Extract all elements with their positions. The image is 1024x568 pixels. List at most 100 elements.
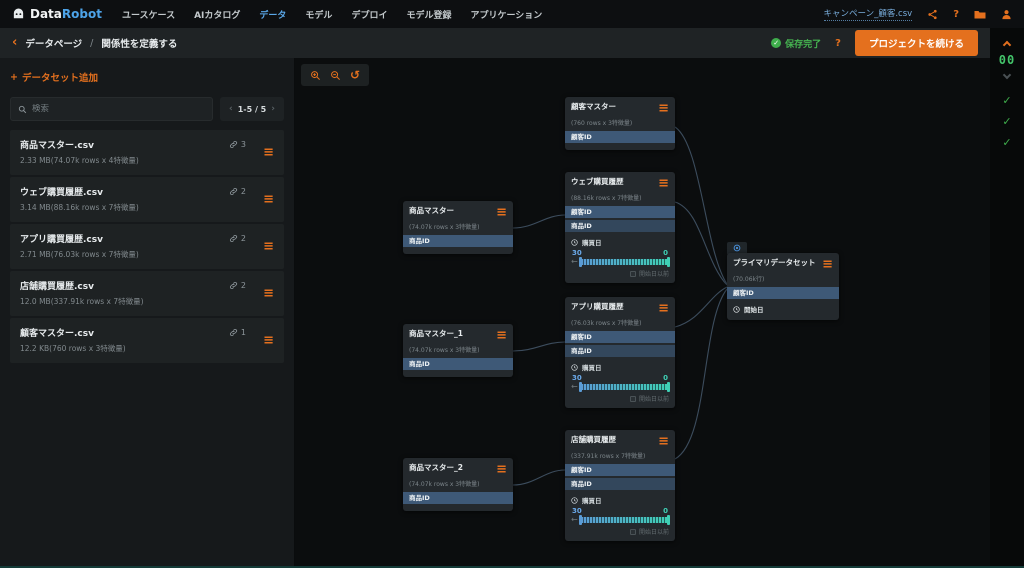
project-file-link[interactable]: キャンペーン_顧客.csv <box>823 9 913 21</box>
date-field-label: 購買日 <box>582 239 602 247</box>
dataset-menu-icon[interactable]: ≡ <box>263 286 274 301</box>
dataset-menu-icon[interactable]: ≡ <box>263 333 274 348</box>
join-key-row[interactable]: 顧客ID <box>565 206 675 218</box>
dataset-card-customer-master[interactable]: 顧客マスター.csv 12.2 KB(760 rows x 3特徴量) 1 ≡ <box>10 318 284 363</box>
dataset-card-shohin-master[interactable]: 商品マスター.csv 2.33 MB(74.07k rows x 4特徴量) 3… <box>10 130 284 175</box>
join-key-row[interactable]: 商品ID <box>565 220 675 232</box>
nav-item-models[interactable]: モデル <box>305 10 333 21</box>
node-customer-master[interactable]: 顧客マスター≡ (760 rows x 3特徴量) 顧客ID <box>565 97 675 150</box>
date-field-label: 購買日 <box>582 364 602 372</box>
join-key-row[interactable]: 商品ID <box>403 235 513 247</box>
status-check-icon: ✓ <box>1002 94 1012 107</box>
node-subtitle: (74.07k rows x 3特徴量) <box>409 481 480 488</box>
join-key-row[interactable]: 商品ID <box>565 345 675 357</box>
node-title: 顧客マスター <box>571 102 616 111</box>
dataset-link-count: 2 <box>229 187 246 196</box>
window-start-value: 30 <box>572 249 582 257</box>
node-menu-icon[interactable]: ≡ <box>496 205 507 220</box>
back-icon[interactable]: ‹ <box>12 34 18 50</box>
nav-item-deploy[interactable]: デプロイ <box>351 10 388 21</box>
dataset-menu-icon[interactable]: ≡ <box>263 192 274 207</box>
node-menu-icon[interactable]: ≡ <box>822 257 833 272</box>
relationship-canvas[interactable]: ↺ 顧客マスター≡ (760 rows x 3特徴量) 顧客ID ウェブ購買履歴… <box>295 58 990 568</box>
link-count-value: 3 <box>240 140 246 149</box>
pagination-prev-icon[interactable]: ‹ <box>229 104 233 114</box>
dataset-name: アプリ購買履歴.csv <box>20 235 103 245</box>
pagination-next-icon[interactable]: › <box>271 104 275 114</box>
join-key-row[interactable]: 商品ID <box>403 492 513 504</box>
worker-decrease-icon[interactable] <box>1002 70 1012 80</box>
nav-item-usecases[interactable]: ユースケース <box>121 10 176 21</box>
zoom-in-icon[interactable] <box>310 70 321 81</box>
node-store-purchase-history[interactable]: 店舗購買履歴≡ (337.91k rows x 7特徴量) 顧客ID 商品ID … <box>565 430 675 541</box>
slider-handle-right[interactable] <box>667 382 670 392</box>
dataset-name: 店舗購買履歴.csv <box>20 282 94 292</box>
prediction-point-row: 開始日 <box>727 303 839 315</box>
datarobot-logo[interactable]: DataRobot <box>12 7 102 21</box>
date-window-slider[interactable] <box>578 382 670 392</box>
node-web-purchase-history[interactable]: ウェブ購買履歴≡ (88.16k rows x 7特徴量) 顧客ID 商品ID … <box>565 172 675 283</box>
continue-project-button[interactable]: プロジェクトを続ける <box>854 30 978 56</box>
nav-item-ai-catalog[interactable]: AIカタログ <box>194 10 241 21</box>
nav-item-applications[interactable]: アプリケーション <box>470 10 543 21</box>
dataset-link-count: 2 <box>229 234 246 243</box>
node-product-master[interactable]: 商品マスター≡ (74.07k rows x 3特徴量) 商品ID <box>403 201 513 254</box>
window-end-value: 0 <box>663 249 668 257</box>
join-key-row[interactable]: 商品ID <box>565 478 675 490</box>
slider-handle-left[interactable] <box>578 257 582 267</box>
window-start-value: 30 <box>572 507 582 515</box>
node-menu-icon[interactable]: ≡ <box>658 434 669 449</box>
share-icon[interactable] <box>927 9 938 20</box>
date-window-slider[interactable] <box>578 515 670 525</box>
slider-handle-right[interactable] <box>667 515 670 525</box>
calendar-icon <box>629 270 636 277</box>
slider-handle-left[interactable] <box>578 515 582 525</box>
dataset-card-web-history[interactable]: ウェブ購買履歴.csv 3.14 MB(88.16k rows x 7特徴量) … <box>10 177 284 222</box>
help-icon[interactable]: ? <box>953 8 959 20</box>
join-key-row[interactable]: 顧客ID <box>565 464 675 476</box>
user-icon[interactable] <box>1001 9 1012 20</box>
nav-item-model-registry[interactable]: モデル登録 <box>406 10 452 21</box>
node-menu-icon[interactable]: ≡ <box>658 301 669 316</box>
join-key-row[interactable]: 商品ID <box>403 358 513 370</box>
nav-item-data[interactable]: データ <box>259 10 287 21</box>
dataset-meta: 12.0 MB(337.91k rows x 7特徴量) <box>20 297 144 306</box>
breadcrumb-data-page[interactable]: データページ <box>25 39 83 50</box>
node-title: ウェブ購買履歴 <box>571 177 624 186</box>
add-dataset-button[interactable]: + データセット追加 <box>10 70 284 85</box>
reset-view-icon[interactable]: ↺ <box>350 68 361 82</box>
relationship-help-icon[interactable]: ? <box>835 37 841 49</box>
link-icon <box>229 187 237 196</box>
node-primary-dataset[interactable]: プライマリデータセット≡ (70.06k行) 顧客ID 開始日 <box>727 253 839 320</box>
node-product-master-2[interactable]: 商品マスター_2≡ (74.07k rows x 3特徴量) 商品ID <box>403 458 513 511</box>
dataset-card-store-history[interactable]: 店舗購買履歴.csv 12.0 MB(337.91k rows x 7特徴量) … <box>10 271 284 316</box>
node-menu-icon[interactable]: ≡ <box>496 462 507 477</box>
zoom-out-icon[interactable] <box>330 70 341 81</box>
node-menu-icon[interactable]: ≡ <box>658 101 669 116</box>
node-subtitle: (76.03k rows x 7特徴量) <box>571 320 642 327</box>
join-key-row[interactable]: 顧客ID <box>727 287 839 299</box>
canvas-toolbar: ↺ <box>301 64 370 86</box>
search-input[interactable] <box>32 104 205 114</box>
link-icon <box>229 140 237 149</box>
worker-increase-icon[interactable] <box>1002 40 1012 50</box>
dataset-menu-icon[interactable]: ≡ <box>263 145 274 160</box>
window-start-value: 30 <box>572 374 582 382</box>
dataset-card-app-history[interactable]: アプリ購買履歴.csv 2.71 MB(76.03k rows x 7特徴量) … <box>10 224 284 269</box>
node-menu-icon[interactable]: ≡ <box>658 176 669 191</box>
node-app-purchase-history[interactable]: アプリ購買履歴≡ (76.03k rows x 7特徴量) 顧客ID 商品ID … <box>565 297 675 408</box>
node-menu-icon[interactable]: ≡ <box>496 328 507 343</box>
folder-icon[interactable] <box>974 9 986 20</box>
node-subtitle: (74.07k rows x 3特徴量) <box>409 224 480 231</box>
nav-right-group: キャンペーン_顧客.csv ? <box>823 7 1012 21</box>
join-key-row[interactable]: 顧客ID <box>565 331 675 343</box>
link-count-value: 2 <box>240 234 246 243</box>
search-box[interactable] <box>10 97 213 121</box>
dataset-menu-icon[interactable]: ≡ <box>263 239 274 254</box>
date-window-slider[interactable] <box>578 257 670 267</box>
slider-handle-right[interactable] <box>667 257 670 267</box>
node-product-master-1[interactable]: 商品マスター_1≡ (74.07k rows x 3特徴量) 商品ID <box>403 324 513 377</box>
slider-handle-left[interactable] <box>578 382 582 392</box>
join-key-row[interactable]: 顧客ID <box>565 131 675 143</box>
